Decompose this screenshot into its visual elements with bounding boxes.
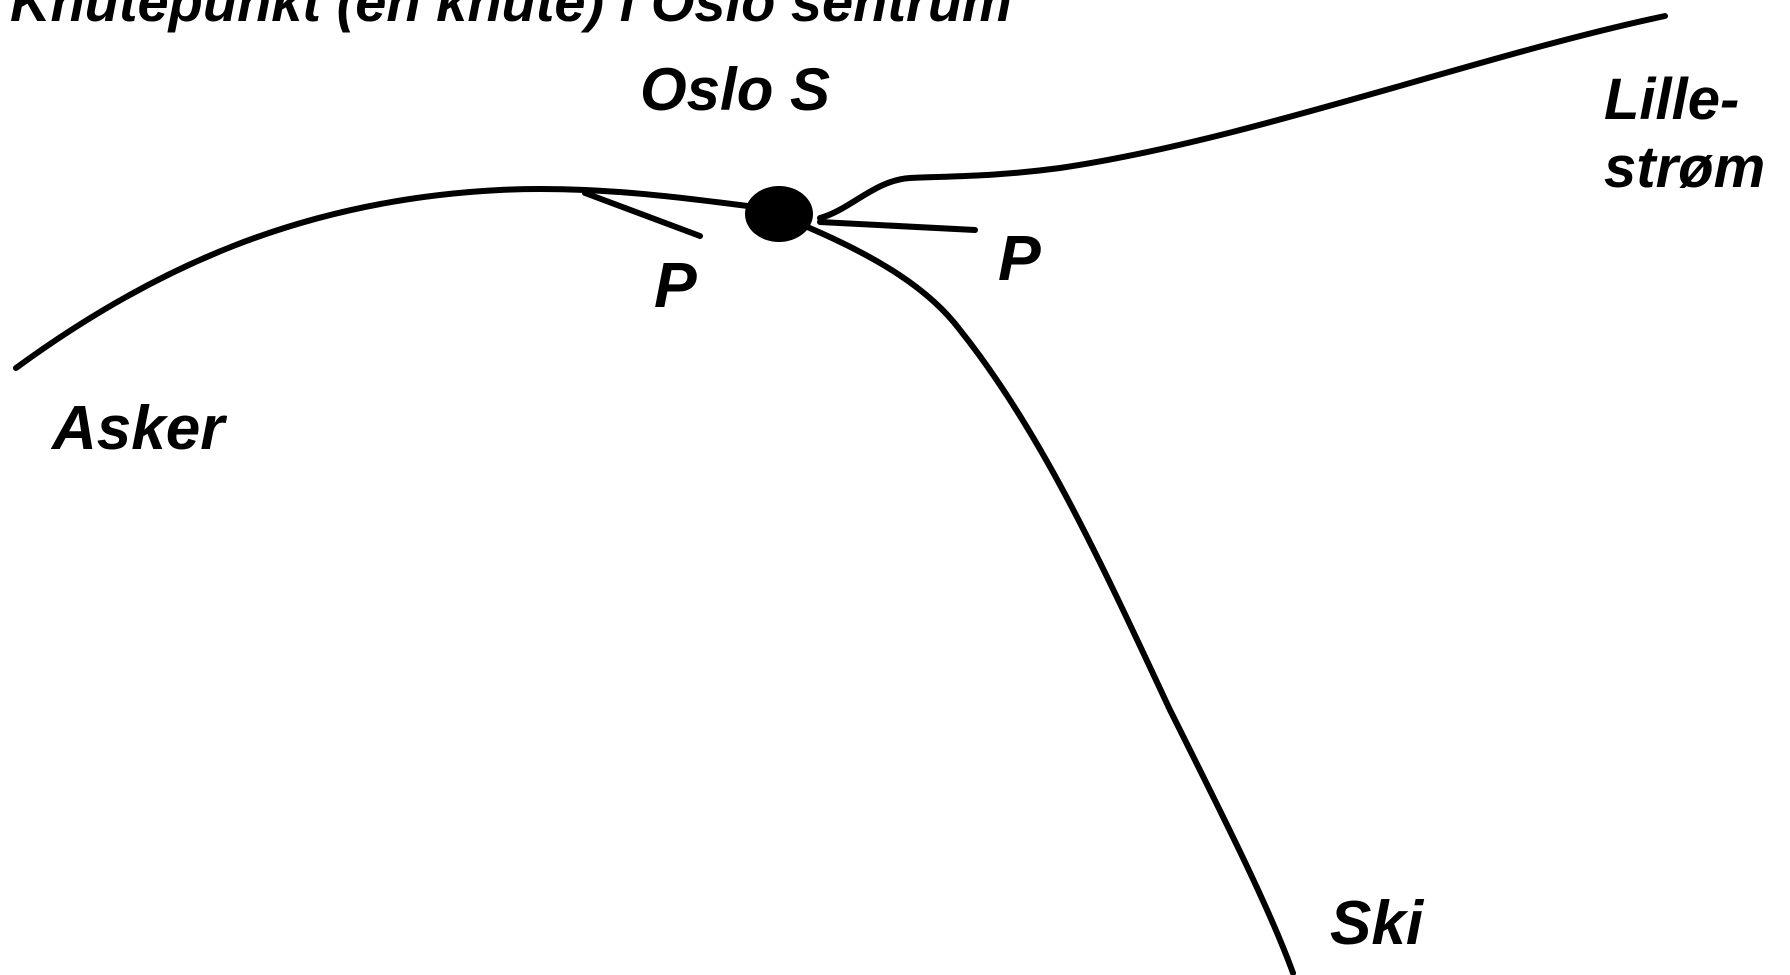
platform-spur-west — [582, 190, 703, 239]
destination-label-lillestrom-line2: strøm — [1604, 135, 1766, 200]
station-node-oslo-s — [745, 186, 813, 242]
rail-line-lillestrom — [817, 13, 1668, 221]
diagram-title: Knutepunkt (en knute) i Oslo sentrum — [10, 0, 1012, 33]
destination-label-lillestrom: Lille- strøm — [1604, 66, 1765, 202]
destination-label-lillestrom-line1: Lille- — [1604, 67, 1740, 132]
destination-label-asker: Asker — [52, 394, 225, 463]
station-label-oslo-s: Oslo S — [640, 56, 831, 123]
platform-spur-east — [817, 219, 978, 233]
platform-label-west: P — [654, 249, 697, 321]
rail-line-ski — [802, 223, 1296, 975]
platform-label-east: P — [998, 222, 1041, 294]
destination-label-ski: Ski — [1330, 889, 1424, 958]
rail-line-asker — [13, 186, 781, 371]
